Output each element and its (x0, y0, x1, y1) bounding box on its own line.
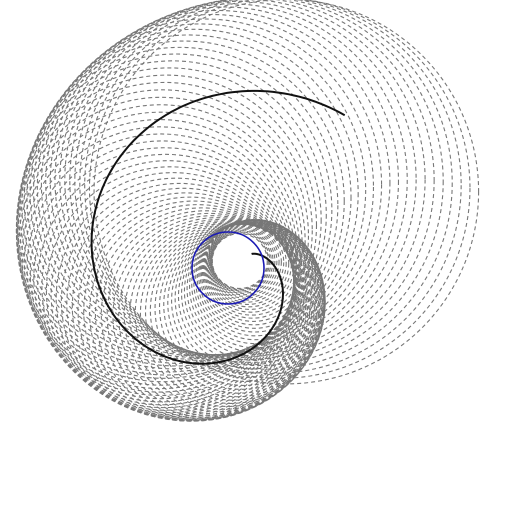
dashed-circle (167, 223, 326, 382)
dashed-circle (45, 166, 295, 416)
dashed-circle (149, 223, 324, 398)
dashed-circle (208, 226, 280, 297)
dashed-circle (16, 89, 310, 383)
dashed-circle (17, 104, 303, 390)
base-circle (191, 231, 265, 305)
dashed-circle (210, 229, 274, 293)
dashed-circle (94, 207, 309, 421)
dashed-circle (19, 53, 333, 367)
dashed-circle (33, 147, 295, 409)
dashed-circle (45, 9, 391, 356)
dashed-circle (112, 215, 314, 417)
dashed-circle (69, 0, 435, 363)
dashed-circle (59, 0, 417, 359)
dashed-circle (33, 23, 367, 357)
dashed-circle (88, 0, 471, 379)
dashed-circle (49, 6, 400, 356)
dashed-circle (55, 177, 297, 419)
dashed-circle (50, 172, 296, 418)
dashed-circle (26, 133, 296, 403)
dashed-circle (21, 119, 299, 396)
dashed-circle (118, 217, 316, 415)
dashed-circle (154, 223, 325, 394)
dashed-circle (79, 0, 453, 370)
dashed-circle (211, 232, 268, 289)
dashed-circle (139, 222, 322, 404)
dashed-circle (66, 187, 300, 421)
dashed-circle (23, 40, 345, 362)
dashed-circle (84, 0, 462, 375)
dashed-circle-family (15, 0, 480, 422)
dashed-circle (23, 126, 297, 400)
dashed-circle (26, 34, 352, 360)
dashed-circle (17, 60, 327, 370)
dashed-circle (16, 74, 318, 376)
dashed-circle (210, 230, 272, 292)
dashed-circle (19, 111, 301, 393)
dashed-circle (16, 96, 306, 386)
dashed-circle (16, 67, 322, 373)
spiral-envelope (90, 89, 346, 365)
dashed-circle (93, 0, 480, 385)
dashed-circle (89, 204, 307, 422)
dashed-circle (36, 18, 375, 356)
dashed-circle (208, 225, 282, 299)
dashed-circle (74, 0, 444, 366)
dashed-circle (21, 46, 339, 364)
dashed-circle (71, 192, 301, 422)
dashed-circle (144, 222, 323, 401)
dashed-circle (106, 212, 312, 419)
dashed-circle (202, 219, 303, 319)
dashed-circle (29, 28, 359, 358)
dashed-circle (64, 0, 426, 361)
dashed-circle (209, 227, 278, 296)
